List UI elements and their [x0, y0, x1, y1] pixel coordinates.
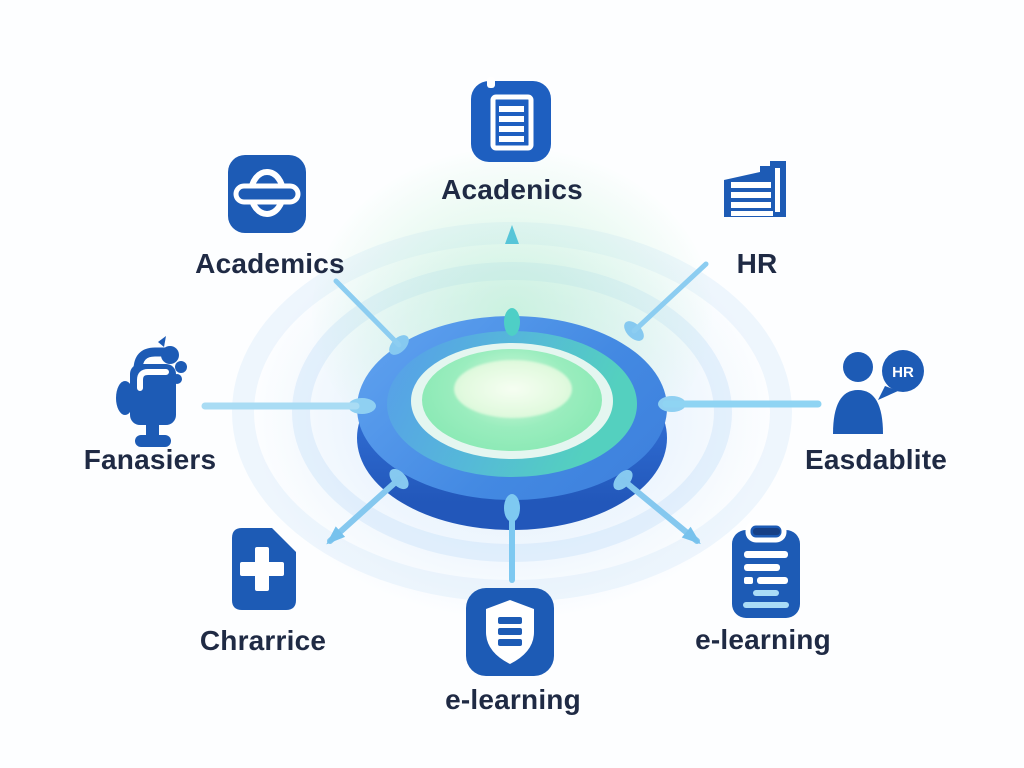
shield-icon [466, 588, 554, 681]
node-label-chrarrice: Chrarrice [199, 625, 327, 656]
node-label-acadenics: Acadenics [441, 174, 583, 205]
node-label-fanasiers: Fanasiers [83, 444, 217, 475]
node-label-hr: HR [736, 248, 778, 279]
node-label-elearning-right: e-learning [695, 624, 831, 655]
node-label-elearning-center: e-learning [445, 684, 581, 715]
folder-document-icon [716, 155, 796, 240]
globe-icon [228, 155, 306, 238]
monitor-icon [108, 334, 192, 453]
person-icon: HR [828, 344, 930, 441]
clipboard-icon [728, 520, 804, 625]
disc-center-highlight [454, 360, 572, 418]
node-label-easdablite: Easdablite [804, 444, 948, 475]
document-icon [470, 76, 552, 169]
hr-badge-text: HR [892, 364, 914, 381]
node-label-academics: Academics [195, 248, 345, 279]
file-plus-icon [222, 522, 302, 621]
